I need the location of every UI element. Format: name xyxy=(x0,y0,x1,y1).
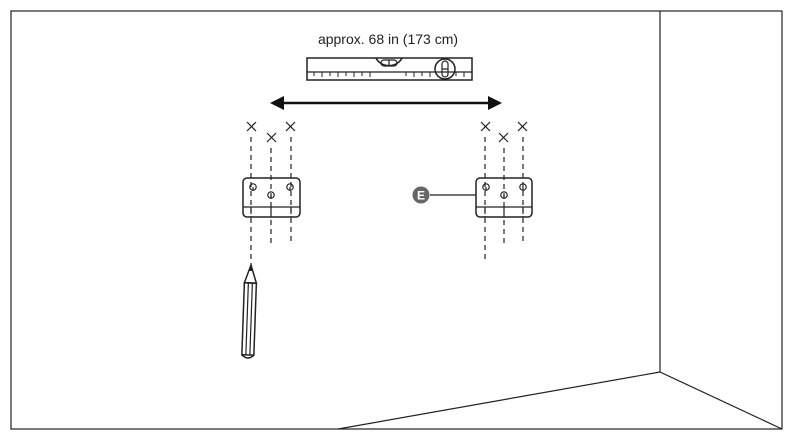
screw-hole xyxy=(519,183,527,191)
mounting-bracket-icon xyxy=(242,177,301,218)
screw-hole xyxy=(500,191,508,199)
callout-badge xyxy=(412,186,430,204)
right-dashed-guides xyxy=(484,137,524,262)
measurement-label: approx. 68 in (173 cm) xyxy=(318,31,458,47)
wall-frame xyxy=(10,10,783,430)
x-mark-icon xyxy=(285,121,296,132)
x-mark-icon xyxy=(480,121,491,132)
pencil-icon xyxy=(241,262,258,359)
floor-line-left xyxy=(337,371,661,430)
left-x-marks xyxy=(246,121,296,143)
double-arrow-icon xyxy=(270,96,502,110)
x-mark-icon xyxy=(517,121,528,132)
screw-hole xyxy=(286,183,294,191)
screw-hole xyxy=(482,183,490,191)
spirit-level-icon xyxy=(306,57,473,81)
callout-e: E xyxy=(412,186,476,204)
left-dashed-guides xyxy=(250,137,292,268)
right-x-marks xyxy=(480,121,528,143)
x-mark-icon xyxy=(498,132,509,143)
x-mark-icon xyxy=(266,132,277,143)
screw-hole xyxy=(267,191,275,199)
room-outline xyxy=(10,10,783,430)
mounting-bracket-icon xyxy=(475,177,533,218)
screw-hole xyxy=(249,183,257,191)
x-mark-icon xyxy=(246,121,257,132)
floor-line-right xyxy=(659,371,783,430)
callout-label: E xyxy=(417,189,425,203)
